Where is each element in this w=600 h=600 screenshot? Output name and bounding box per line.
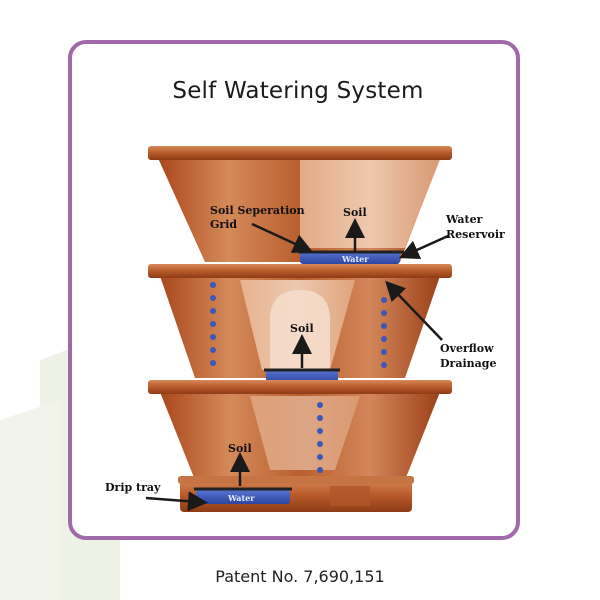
label-soil-top: Soil: [343, 206, 367, 219]
label-overflow-drainage-line2: Drainage: [440, 357, 496, 370]
drip-tray: [178, 476, 414, 512]
diagram-title: Self Watering System: [172, 78, 424, 104]
tray-water: [196, 490, 290, 504]
label-soil-middle: Soil: [290, 322, 314, 335]
patent-number: Patent No. 7,690,151: [215, 567, 385, 586]
label-water-bottom: Water: [227, 493, 255, 503]
top-tier-pot: [148, 146, 452, 264]
overflow-drainage-arrow: [385, 280, 443, 341]
middle-drip-dots-left: [210, 282, 216, 366]
top-water-reservoir: [300, 252, 400, 264]
label-drip-tray: Drip tray: [105, 481, 161, 494]
drip-tray-arrow: [145, 491, 208, 512]
bottom-drip-dots: [317, 402, 323, 473]
label-overflow-drainage-line1: Overflow: [440, 342, 494, 355]
diagram-arrows: [145, 218, 449, 512]
bottom-tier-pot: [148, 380, 452, 480]
label-water-reservoir-line2: Reservoir: [446, 228, 505, 241]
label-soil-separation-grid-line1: Soil Seperation: [210, 204, 305, 217]
soil-separation-arrow: [251, 222, 314, 253]
middle-tier-pot: [148, 264, 452, 384]
label-soil-separation-grid-line2: Grid: [210, 218, 237, 231]
label-water-reservoir-line1: Water: [445, 213, 483, 226]
label-soil-bottom: Soil: [228, 442, 252, 455]
label-water-top: Water: [341, 254, 369, 264]
water-reservoir-arrow: [398, 234, 449, 260]
